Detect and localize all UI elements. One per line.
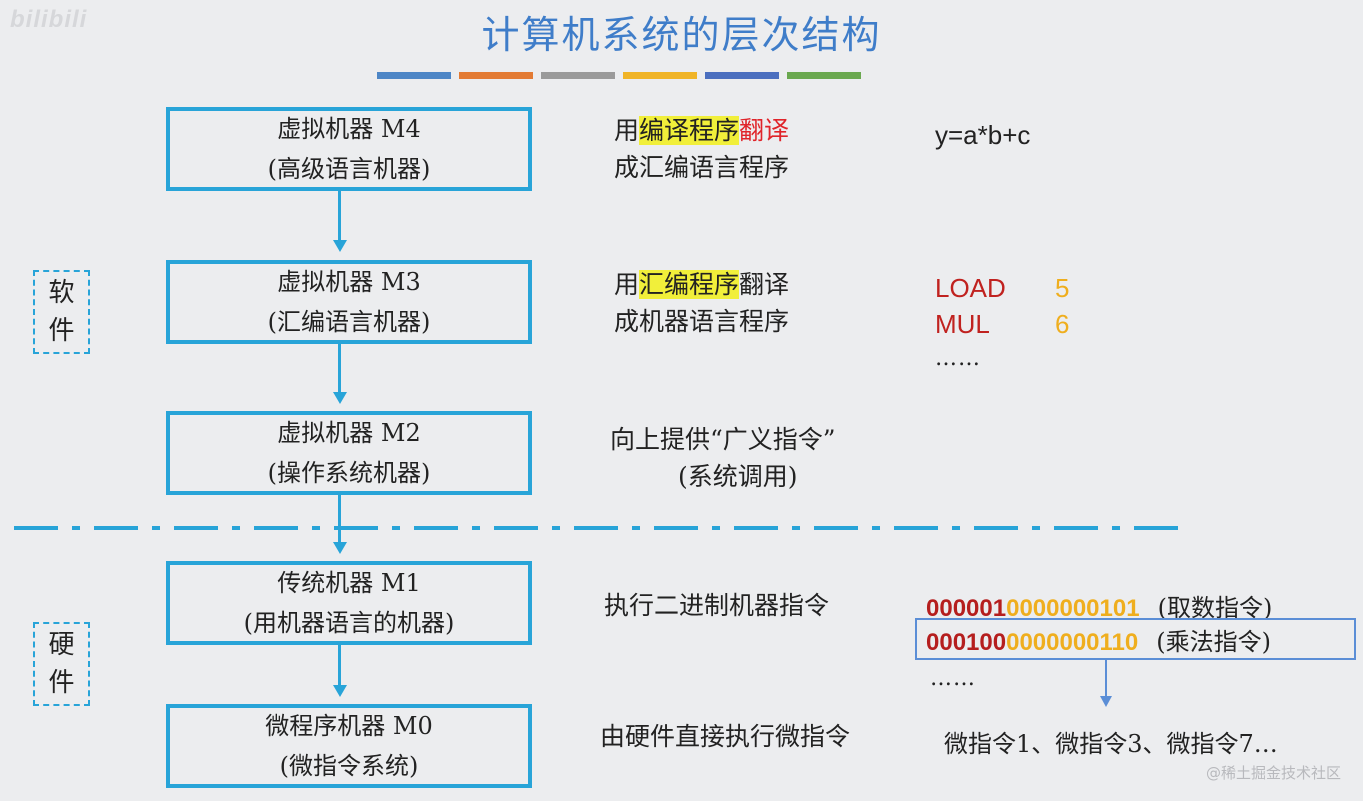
title-color-bars	[377, 72, 869, 79]
page-title: 计算机系统的层次结构	[481, 13, 882, 57]
software-hardware-divider	[14, 526, 1189, 530]
level-subtitle: (汇编语言机器)	[267, 308, 431, 336]
title-bar	[377, 72, 451, 79]
title-bar	[541, 72, 615, 79]
highlight-assembler: 汇编程序	[639, 270, 740, 299]
level-subtitle: (用机器语言的机器)	[243, 609, 455, 637]
desc-m1: 执行二进制机器指令	[604, 591, 830, 620]
level-subtitle: (微指令系统)	[279, 752, 419, 780]
connector-line	[338, 495, 341, 542]
highlight-frame	[915, 618, 1356, 660]
connector-line	[338, 344, 341, 393]
level-subtitle: (操作系统机器)	[267, 459, 431, 487]
title-bar	[787, 72, 861, 79]
desc-m0: 由硬件直接执行微指令	[600, 722, 851, 751]
level-box-m4: 虚拟机器 M4 (高级语言机器)	[166, 107, 532, 191]
desc-m3: 用汇编程序翻译 成机器语言程序	[614, 270, 790, 336]
arrow-down-icon	[333, 542, 347, 554]
connector-line	[1105, 660, 1107, 698]
software-label: 软 件	[33, 270, 90, 354]
highlight-compiler: 编译程序	[639, 116, 740, 145]
level-box-m3: 虚拟机器 M3 (汇编语言机器)	[166, 260, 532, 344]
binary-instruction-row: 0001000000000110(乘法指令)	[926, 628, 1271, 656]
arrow-down-icon	[333, 685, 347, 697]
example-m4: y=a*b+c	[935, 120, 1031, 150]
level-name: 虚拟机器 M2	[277, 419, 421, 447]
connector-line	[338, 191, 341, 241]
hardware-label: 硬 件	[33, 622, 90, 706]
title-bar	[459, 72, 533, 79]
juejin-watermark: @稀土掘金技术社区	[1205, 764, 1341, 782]
level-box-m1: 传统机器 M1 (用机器语言的机器)	[166, 561, 532, 645]
desc-m4: 用编译程序翻译 成汇编语言程序	[614, 116, 790, 182]
level-box-m2: 虚拟机器 M2 (操作系统机器)	[166, 411, 532, 495]
ellipsis: ……	[935, 346, 981, 371]
level-name: 微程序机器 M0	[265, 712, 433, 740]
level-name: 传统机器 M1	[277, 569, 421, 597]
connector-line	[338, 645, 341, 686]
level-name: 虚拟机器 M3	[277, 268, 421, 296]
title-bar	[623, 72, 697, 79]
level-subtitle: (高级语言机器)	[267, 155, 431, 183]
arrow-down-icon	[1100, 696, 1112, 707]
arrow-down-icon	[333, 240, 347, 252]
level-box-m0: 微程序机器 M0 (微指令系统)	[166, 704, 532, 788]
bilibili-watermark: bilibili	[10, 6, 88, 33]
desc-m2: 向上提供“广义指令” (系统调用)	[610, 425, 836, 491]
level-name: 虚拟机器 M4	[277, 115, 421, 143]
binary-instruction-row: 0000010000000101(取数指令)	[926, 594, 1273, 622]
arrow-down-icon	[333, 392, 347, 404]
title-bar	[705, 72, 779, 79]
ellipsis: ……	[930, 666, 976, 691]
example-m0: 微指令1、微指令3、微指令7…	[944, 730, 1278, 758]
